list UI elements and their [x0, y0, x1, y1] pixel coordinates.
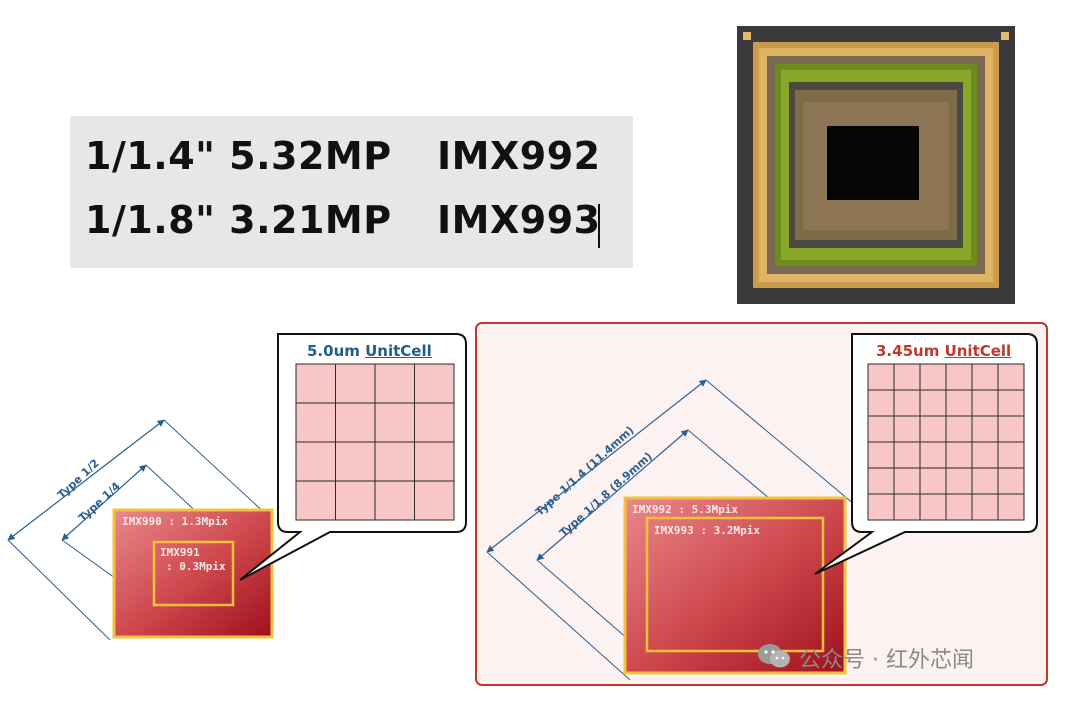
unit-cell	[893, 467, 921, 495]
unit-cell	[997, 441, 1025, 469]
unit-cell	[945, 493, 973, 521]
unit-cell	[971, 441, 999, 469]
unit-cell	[867, 363, 895, 391]
imx991-label: IMX991 : 0.3Mpix	[160, 546, 226, 574]
unit-cell	[867, 389, 895, 417]
unit-cell	[295, 402, 336, 443]
unit-cell	[374, 441, 415, 482]
unit-cell	[335, 363, 376, 404]
unit-cell	[893, 415, 921, 443]
spec-row-imx993: 1/1.8" 3.21MP IMX993	[85, 198, 601, 242]
text-cursor	[598, 204, 600, 248]
unit-cell	[295, 480, 336, 521]
unit-cell	[414, 441, 455, 482]
unit-cell	[867, 493, 895, 521]
type-1-4-dimension	[61, 464, 147, 541]
unit-cell	[971, 389, 999, 417]
unit-cell	[374, 402, 415, 443]
spec-model: IMX993	[437, 198, 601, 242]
unit-cell	[919, 363, 947, 391]
unit-cell	[374, 480, 415, 521]
unit-cell	[867, 467, 895, 495]
spec-row-imx992: 1/1.4" 5.32MP IMX992	[85, 134, 601, 178]
unit-cell	[945, 467, 973, 495]
unit-cell-label: UnitCell	[365, 342, 432, 360]
imx991-resolution: : 0.3Mpix	[166, 560, 226, 573]
unit-cell	[893, 441, 921, 469]
unit-cell	[919, 441, 947, 469]
unit-cell	[919, 415, 947, 443]
unit-cell	[867, 441, 895, 469]
watermark: 公众号 · 红外芯闻	[757, 640, 1047, 674]
unit-cell	[945, 363, 973, 391]
imx990-sensor	[112, 508, 274, 639]
unit-cell	[867, 415, 895, 443]
unit-cell	[997, 363, 1025, 391]
imx991-sensor	[152, 540, 235, 607]
spec-format: 1/1.8" 3.21MP	[85, 198, 392, 242]
unit-cell	[971, 415, 999, 443]
unit-cell	[971, 363, 999, 391]
type-1-1-8-dimension	[536, 429, 689, 561]
unit-cell	[971, 493, 999, 521]
unit-cell	[997, 493, 1025, 521]
unit-cell	[919, 467, 947, 495]
type-1-1-4-extension	[705, 379, 856, 506]
unit-cell	[945, 415, 973, 443]
wechat-icon	[758, 644, 790, 668]
unit-cell-size: 3.45um	[876, 342, 940, 360]
unit-cell-label: UnitCell	[944, 342, 1012, 360]
spec-format: 1/1.4" 5.32MP	[85, 134, 392, 178]
type-1-2-extension	[7, 539, 111, 641]
unit-cell	[893, 493, 921, 521]
unit-cell	[971, 467, 999, 495]
unit-cell	[335, 402, 376, 443]
unit-cell	[997, 415, 1025, 443]
unit-cell	[295, 441, 336, 482]
sensor-spec-box: 1/1.4" 5.32MP IMX992 1/1.8" 3.21MP IMX993	[70, 116, 633, 268]
unit-cell	[997, 467, 1025, 495]
unit-cell	[295, 363, 336, 404]
spec-model: IMX992	[437, 134, 601, 178]
unit-cell-size: 5.0um	[307, 342, 360, 360]
unit-cell	[414, 480, 455, 521]
type-1-1-4-extension	[486, 551, 631, 681]
unit-cell	[893, 389, 921, 417]
imx992-sensor	[623, 496, 847, 675]
watermark-text: 公众号 · 红外芯闻	[799, 648, 974, 673]
imx993-sensor	[645, 516, 825, 653]
imx993-label: IMX993 : 3.2Mpix	[654, 524, 760, 537]
unit-cell	[414, 363, 455, 404]
unit-cell	[945, 441, 973, 469]
unit-cell	[893, 363, 921, 391]
unit-cell	[414, 402, 455, 443]
unit-cell	[919, 493, 947, 521]
type-1-2-extension	[163, 419, 269, 517]
unit-cell	[335, 480, 376, 521]
left-unit-cell-title: 5.0um UnitCell	[307, 342, 432, 360]
unit-cell	[997, 389, 1025, 417]
sensor-chip-image	[737, 26, 1015, 304]
imx991-name: IMX991	[160, 546, 200, 559]
imx990-label: IMX990 : 1.3Mpix	[122, 515, 228, 528]
unit-cell	[945, 389, 973, 417]
unit-cell	[919, 389, 947, 417]
imx992-label: IMX992 : 5.3Mpix	[632, 503, 738, 516]
right-unit-cell-title: 3.45um UnitCell	[876, 342, 1011, 360]
left-unit-grid	[295, 363, 455, 521]
right-unit-grid	[867, 363, 1025, 521]
unit-cell	[374, 363, 415, 404]
unit-cell	[335, 441, 376, 482]
